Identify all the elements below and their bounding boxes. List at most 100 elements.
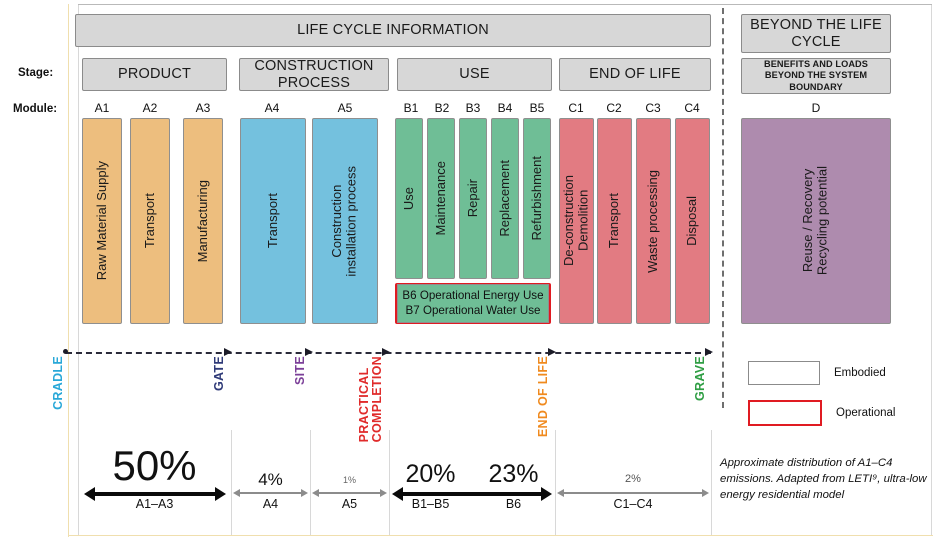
timeline-marker-practical-completion-arrow bbox=[382, 348, 390, 356]
module-bar-a3[interactable]: Manufacturing bbox=[183, 118, 223, 324]
module-bar-c3[interactable]: Waste processing bbox=[636, 118, 671, 324]
arrowhead-left-b1-b6 bbox=[392, 487, 403, 501]
module-bar-b4[interactable]: Replacement bbox=[491, 118, 519, 279]
module-bar-b2[interactable]: Maintenance bbox=[427, 118, 455, 279]
module-bar-label-a3: Manufacturing bbox=[194, 179, 210, 263]
banner-life-cycle-label: LIFE CYCLE INFORMATION bbox=[297, 22, 489, 39]
frame-top-rule bbox=[78, 4, 932, 6]
arrow-shaft-a1-a3 bbox=[95, 491, 215, 497]
legend-swatch-embodied bbox=[748, 361, 820, 385]
stage-label-end-of-life: END OF LIFE bbox=[589, 66, 681, 83]
module-bar-label-b1: Use bbox=[400, 186, 416, 211]
arrowhead-left-a4 bbox=[233, 489, 240, 497]
legend-label-embodied: Embodied bbox=[834, 367, 886, 379]
legend: Embodied Operational bbox=[748, 355, 918, 426]
module-bar-c2[interactable]: Transport bbox=[597, 118, 632, 324]
banner-life-cycle-information: LIFE CYCLE INFORMATION bbox=[75, 14, 711, 47]
timeline-marker-cradle-dot bbox=[63, 349, 68, 354]
stage-box-end-of-life: END OF LIFE bbox=[559, 58, 711, 91]
timeline-label-practical-completion: PRACTICAL COMPLETION bbox=[357, 356, 385, 443]
legend-label-operational: Operational bbox=[836, 407, 896, 419]
stage-label-construction-process: CONSTRUCTION PROCESS bbox=[254, 58, 374, 91]
module-bar-a2[interactable]: Transport bbox=[130, 118, 170, 324]
distribution-range-a5: A5 bbox=[341, 497, 358, 511]
stage-label-use: USE bbox=[459, 66, 490, 83]
module-bar-label-b3: Repair bbox=[464, 179, 480, 218]
distribution-arrow-a4 bbox=[233, 489, 308, 497]
operational-box-line1: B6 Operational Energy Use bbox=[402, 288, 544, 302]
module-code-b2: B2 bbox=[434, 101, 450, 115]
arrowhead-right-b1-b6 bbox=[541, 487, 552, 501]
module-code-c3: C3 bbox=[645, 101, 661, 115]
stage-label-product: PRODUCT bbox=[117, 66, 192, 83]
module-code-a4: A4 bbox=[264, 101, 280, 115]
timeline-marker-end-of-life-arrow bbox=[548, 348, 556, 356]
arrow-shaft-c1-c4 bbox=[564, 492, 702, 494]
module-code-a5: A5 bbox=[337, 101, 353, 115]
module-bar-a4[interactable]: Transport bbox=[240, 118, 306, 324]
arrowhead-left-c1-c4 bbox=[557, 489, 564, 497]
timeline-marker-gate-arrow bbox=[224, 348, 232, 356]
module-code-b3: B3 bbox=[465, 101, 481, 115]
timeline-label-site: SITE bbox=[293, 356, 307, 385]
stage-box-product: PRODUCT bbox=[82, 58, 227, 91]
frame-bottom-rule bbox=[68, 535, 933, 537]
legend-item-operational: Operational bbox=[748, 400, 895, 426]
frame-inner-left-rule bbox=[78, 4, 80, 535]
module-bar-c4[interactable]: Disposal bbox=[675, 118, 710, 324]
module-bar-label-c2: Transport bbox=[606, 193, 622, 249]
distribution-value-b1-b5: 20% bbox=[405, 460, 456, 488]
distribution-guide-2 bbox=[231, 430, 232, 535]
stage-box-use: USE bbox=[397, 58, 552, 91]
module-bar-b1[interactable]: Use bbox=[395, 118, 423, 279]
timeline-marker-site-arrow bbox=[305, 348, 313, 356]
distribution-arrow-b1-b6 bbox=[392, 487, 552, 501]
module-code-d: D bbox=[811, 101, 821, 115]
arrowhead-left-a5 bbox=[312, 489, 319, 497]
arrow-shaft-a5 bbox=[319, 492, 380, 494]
distribution-range-c1-c4: C1–C4 bbox=[613, 497, 653, 511]
distribution-arrow-a1-a3 bbox=[84, 487, 226, 501]
distribution-value-a4: 4% bbox=[258, 470, 283, 489]
module-bar-d[interactable]: Reuse / Recovery Recycling potential bbox=[741, 118, 891, 324]
module-bar-label-b2: Maintenance bbox=[432, 161, 448, 236]
distribution-value-b6: 23% bbox=[488, 460, 539, 488]
distribution-guide-4 bbox=[389, 430, 390, 535]
module-bar-label-c3: Waste processing bbox=[645, 169, 661, 273]
distribution-range-b6: B6 bbox=[505, 497, 522, 511]
banner-beyond-the-life-cycle: BEYOND THE LIFE CYCLE bbox=[741, 14, 891, 53]
module-bar-a5[interactable]: Construction installation process bbox=[312, 118, 378, 324]
distribution-value-a1-a3: 50% bbox=[112, 442, 197, 489]
stage-box-benefits-and-loads: BENEFITS AND LOADS BEYOND THE SYSTEM BOU… bbox=[741, 58, 891, 94]
frame-inner-right-rule bbox=[931, 4, 933, 535]
distribution-guide-6 bbox=[711, 430, 712, 535]
distribution-range-a1-a3: A1–A3 bbox=[135, 497, 174, 511]
distribution-guide-1 bbox=[78, 430, 79, 535]
chart-caption: Approximate distribution of A1–C4 emissi… bbox=[720, 457, 927, 502]
module-bar-c1[interactable]: De-construction Demolition bbox=[559, 118, 594, 324]
distribution-arrow-c1-c4 bbox=[557, 489, 709, 497]
timeline-label-end-of-life: END OF LIFE bbox=[536, 356, 550, 438]
distribution-range-b1-b5: B1–B5 bbox=[411, 497, 450, 511]
frame-left-rule bbox=[68, 4, 70, 537]
module-bar-a1[interactable]: Raw Material Supply bbox=[82, 118, 122, 324]
arrowhead-right-a4 bbox=[301, 489, 308, 497]
banner-beyond-label: BEYOND THE LIFE CYCLE bbox=[750, 17, 882, 50]
module-bar-label-a5: Construction installation process bbox=[329, 165, 359, 277]
module-bar-label-a4: Transport bbox=[264, 193, 280, 249]
module-bar-b3[interactable]: Repair bbox=[459, 118, 487, 279]
distribution-guide-5 bbox=[555, 430, 556, 535]
module-bar-label-b4: Replacement bbox=[496, 160, 512, 237]
operational-box-line2: B7 Operational Water Use bbox=[405, 303, 541, 317]
distribution-value-a5: 1% bbox=[342, 475, 356, 485]
distribution-arrow-a5 bbox=[312, 489, 387, 497]
module-code-b4: B4 bbox=[497, 101, 513, 115]
module-code-c1: C1 bbox=[568, 101, 584, 115]
arrowhead-left-a1-a3 bbox=[84, 487, 95, 501]
module-code-a1: A1 bbox=[94, 101, 110, 115]
legend-item-embodied: Embodied bbox=[748, 361, 886, 385]
arrowhead-right-c1-c4 bbox=[702, 489, 709, 497]
module-bar-b5[interactable]: Refurbishment bbox=[523, 118, 551, 279]
operational-energy-water-box[interactable]: B6 Operational Energy Use B7 Operational… bbox=[395, 283, 551, 324]
